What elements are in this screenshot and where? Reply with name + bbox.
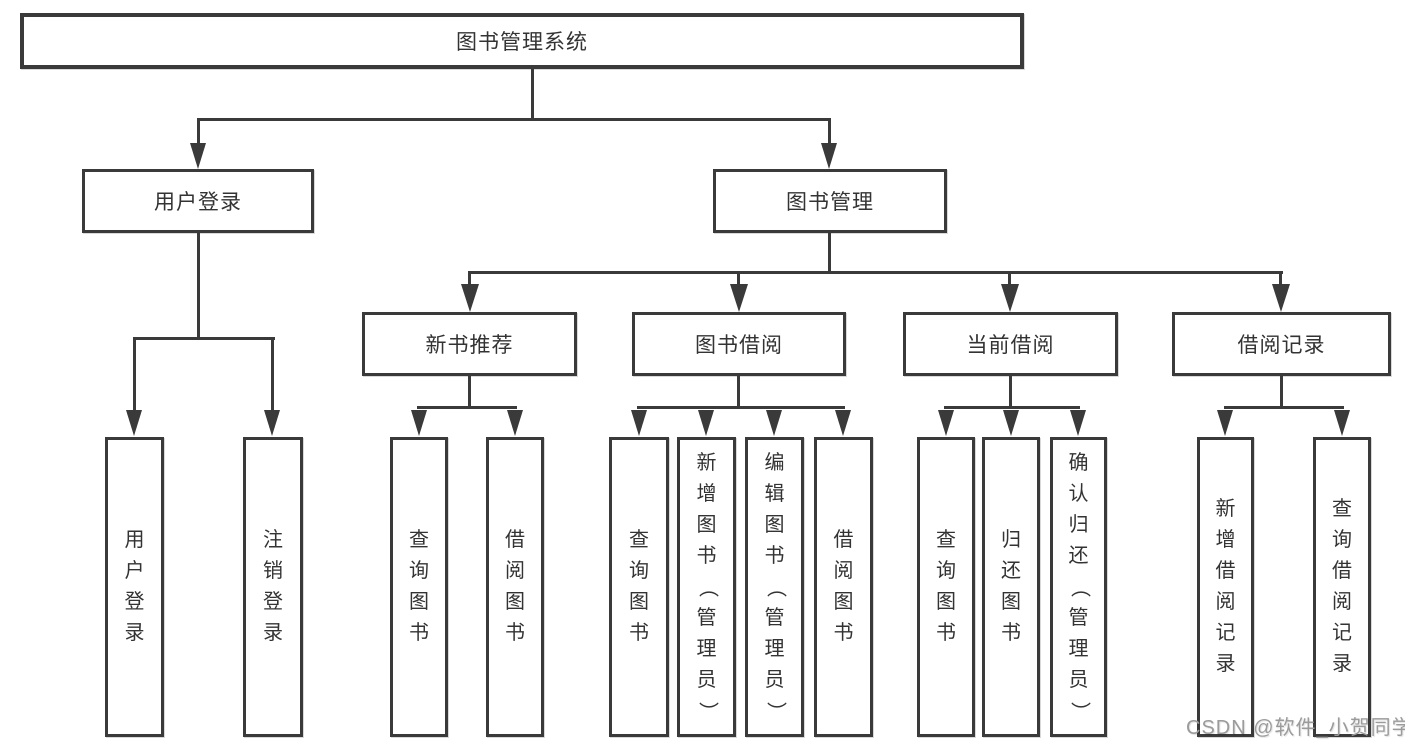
leaf-logout-login: 注销登录 <box>243 437 303 737</box>
arrow-down-icon <box>730 284 748 312</box>
connector-cb-drop <box>1009 376 1012 408</box>
arrow-down-icon <box>821 143 837 169</box>
arrow-down-icon <box>1217 410 1233 436</box>
arrow-down-icon <box>698 410 714 436</box>
leaf-cb-confirm-return-admin: 确认归还（管理员） <box>1050 437 1107 737</box>
leaf-br-add-borrow-record: 新增借阅记录 <box>1197 437 1254 737</box>
connector-book-mgmt-shaft <box>468 271 471 285</box>
node-user-login: 用户登录 <box>82 169 314 233</box>
arrow-down-icon <box>1003 410 1019 436</box>
node-book-management-label: 图书管理 <box>786 191 874 214</box>
leaf-bb-edit-books-admin: 编辑图书（管理员） <box>745 437 804 737</box>
connector-root-bar <box>197 118 831 121</box>
arrow-down-icon <box>938 410 954 436</box>
connector-user-login-bar <box>133 337 275 340</box>
arrow-down-icon <box>631 410 647 436</box>
node-book-borrowing: 图书借阅 <box>632 312 846 376</box>
arrow-down-icon <box>126 410 142 436</box>
connector-nbr-drop <box>468 376 471 408</box>
node-borrowing-records-label: 借阅记录 <box>1237 334 1326 357</box>
node-user-login-label: 用户登录 <box>154 191 242 214</box>
arrow-down-icon <box>190 143 206 169</box>
arrow-down-icon <box>411 410 427 436</box>
node-library-system-label: 图书管理系统 <box>456 31 588 54</box>
leaf-cb-return-books: 归还图书 <box>982 437 1040 737</box>
csdn-watermark: CSDN @软件_小贺同学 <box>1186 717 1405 739</box>
connector-book-mgmt-bar <box>468 271 1283 274</box>
arrow-down-icon <box>766 410 782 436</box>
arrow-down-icon <box>835 410 851 436</box>
connector-br-bar <box>1224 406 1344 409</box>
node-current-borrowing-label: 当前借阅 <box>966 334 1055 357</box>
leaf-bb-query-books: 查询图书 <box>609 437 669 737</box>
node-library-system: 图书管理系统 <box>20 13 1024 69</box>
connector-root-left-shaft <box>197 118 200 144</box>
arrow-down-icon <box>461 284 479 312</box>
connector-user-login-shaft <box>271 337 274 410</box>
leaf-cb-query-books: 查询图书 <box>917 437 975 737</box>
node-book-management: 图书管理 <box>713 169 947 233</box>
leaf-nbr-borrow-books: 借阅图书 <box>486 437 544 737</box>
leaf-user-login: 用户登录 <box>105 437 164 737</box>
connector-book-mgmt-shaft <box>1008 271 1011 285</box>
connector-root-right-shaft <box>828 118 831 144</box>
connector-br-drop <box>1280 376 1283 408</box>
arrow-down-icon <box>507 410 523 436</box>
arrow-down-icon <box>1334 410 1350 436</box>
connector-nbr-bar <box>417 406 517 409</box>
arrow-down-icon <box>1001 284 1019 312</box>
connector-book-mgmt-shaft <box>737 271 740 285</box>
connector-user-login-shaft <box>133 337 136 410</box>
node-book-borrowing-label: 图书借阅 <box>695 334 783 357</box>
node-borrowing-records: 借阅记录 <box>1172 312 1391 376</box>
leaf-bb-add-books-admin: 新增图书（管理员） <box>677 437 736 737</box>
leaf-br-query-borrow-record: 查询借阅记录 <box>1313 437 1371 737</box>
arrow-down-icon <box>1070 410 1086 436</box>
node-new-book-recommend: 新书推荐 <box>362 312 577 376</box>
arrow-down-icon <box>264 410 280 436</box>
connector-user-login-drop <box>197 233 200 339</box>
connector-cb-bar <box>944 406 1080 409</box>
leaf-nbr-query-books: 查询图书 <box>390 437 448 737</box>
connector-root-drop <box>531 69 534 118</box>
node-current-borrowing: 当前借阅 <box>903 312 1118 376</box>
connector-bb-drop <box>737 376 740 408</box>
connector-book-mgmt-drop <box>828 233 831 273</box>
connector-book-mgmt-shaft <box>1279 271 1282 285</box>
connector-bb-bar <box>637 406 845 409</box>
arrow-down-icon <box>1272 284 1290 312</box>
leaf-bb-borrow-books: 借阅图书 <box>814 437 873 737</box>
node-new-book-recommend-label: 新书推荐 <box>425 334 514 357</box>
